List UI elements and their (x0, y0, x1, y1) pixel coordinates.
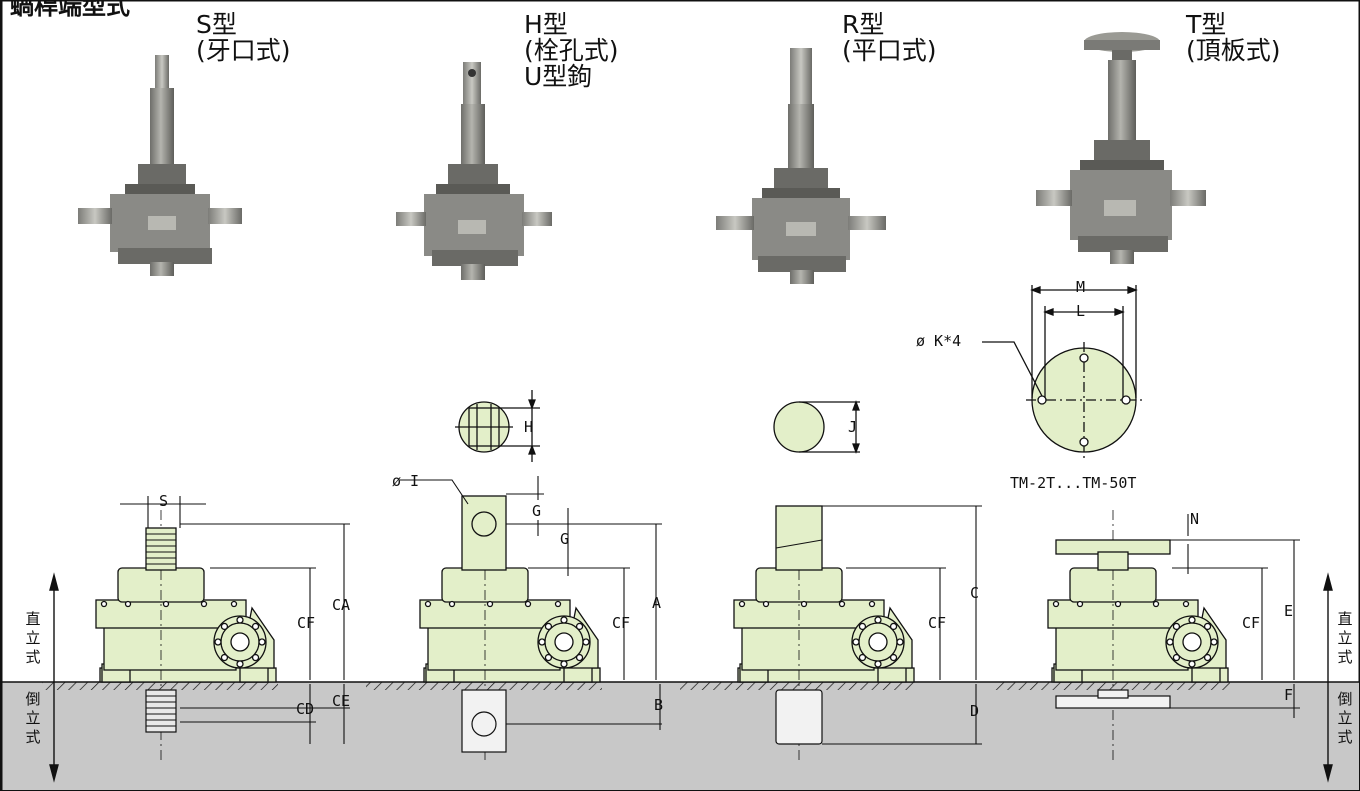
type-s-code: S型 (196, 10, 237, 39)
type-s-desc: (牙口式) (196, 36, 291, 65)
type-s-label: S型 (牙口式) (196, 12, 291, 64)
plate-caption: TM-2T...TM-50T (1010, 474, 1137, 492)
side-view-r-type (680, 505, 916, 760)
left-inverted-label: 倒立式 (25, 690, 41, 746)
t-plate-top-view (982, 285, 1142, 458)
side-view-s-type (42, 510, 278, 760)
svg-text:ø K*4: ø K*4 (916, 332, 961, 350)
dimension-lines (120, 476, 1300, 745)
svg-text:CF: CF (1242, 614, 1260, 632)
right-inverted-label: 倒立式 (1337, 690, 1353, 746)
svg-text:G: G (560, 530, 569, 548)
svg-text:E: E (1284, 602, 1293, 620)
svg-text:CF: CF (928, 614, 946, 632)
svg-text:D: D (970, 702, 979, 720)
svg-text:CD: CD (296, 700, 314, 718)
svg-text:C: C (970, 584, 979, 602)
svg-text:B: B (654, 696, 663, 714)
side-view-h-type (366, 495, 602, 760)
h-end-section (455, 390, 540, 462)
dimension-labels: S CA CF CD CE ø I G G H CF A B J CF C D … (159, 278, 1293, 720)
svg-text:A: A (652, 594, 661, 612)
right-upright-label: 直立式 (1337, 610, 1353, 666)
left-upright-label: 直立式 (25, 610, 41, 666)
svg-text:L: L (1076, 302, 1085, 320)
svg-text:G: G (532, 502, 541, 520)
figure-title: 蝸桿端型式 (10, 0, 130, 20)
svg-text:CF: CF (297, 614, 315, 632)
type-h-code: H型 (524, 10, 568, 39)
type-t-label: T型 (頂板式) (1186, 12, 1281, 64)
type-r-code: R型 (842, 10, 885, 39)
photo-r-type (716, 48, 886, 284)
r-end-section (773, 400, 860, 454)
type-t-desc: (頂板式) (1186, 36, 1281, 65)
type-r-label: R型 (平口式) (842, 12, 937, 64)
type-h-label: H型 (栓孔式) U型鉤 (524, 12, 619, 90)
svg-text:M: M (1076, 278, 1085, 296)
svg-text:ø I: ø I (392, 472, 419, 490)
type-h-desc: (栓孔式) (524, 36, 619, 65)
svg-text:CA: CA (332, 596, 350, 614)
svg-text:J: J (848, 418, 857, 436)
type-h-extra: U型鉤 (524, 62, 593, 91)
direction-arrows (49, 572, 1333, 783)
svg-text:N: N (1190, 510, 1199, 528)
svg-text:S: S (159, 492, 168, 510)
photo-h-type (396, 62, 552, 280)
svg-text:H: H (524, 418, 533, 436)
photo-s-type (78, 55, 242, 276)
photo-t-type (1036, 32, 1206, 264)
type-r-desc: (平口式) (842, 36, 937, 65)
svg-text:CE: CE (332, 692, 350, 710)
side-view-t-type (994, 510, 1230, 760)
svg-text:F: F (1284, 686, 1293, 704)
type-t-code: T型 (1186, 10, 1227, 39)
svg-text:CF: CF (612, 614, 630, 632)
